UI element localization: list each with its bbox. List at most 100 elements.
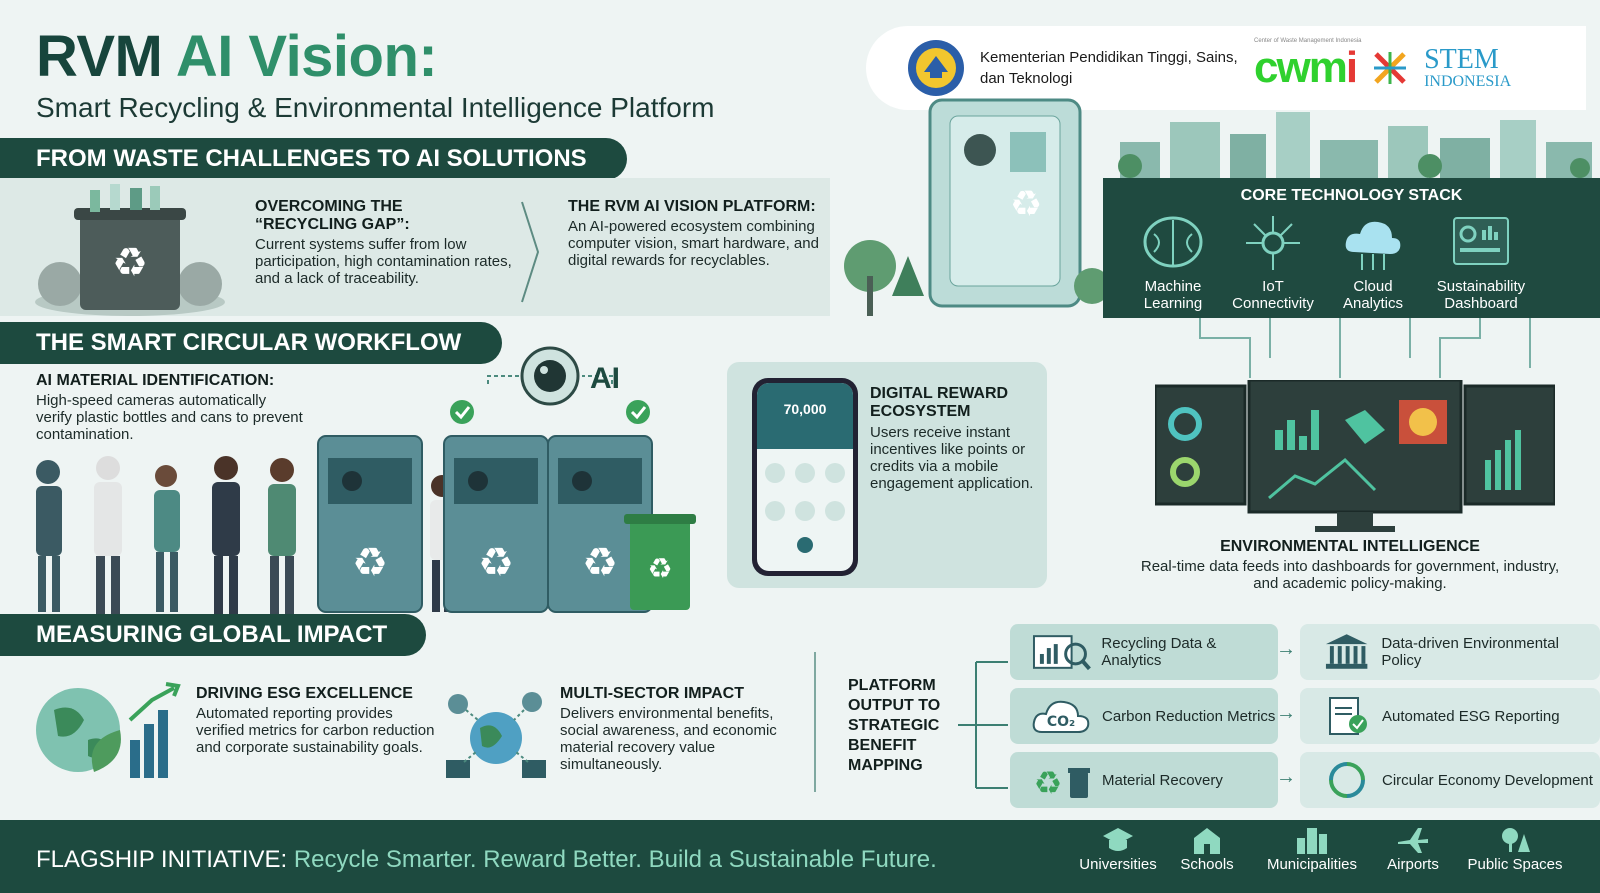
esg-block: DRIVING ESG EXCELLENCE Automated reporti… [196,685,436,756]
globe-growth-icon [36,682,181,778]
data-feed-lines [1199,318,1531,378]
svg-text:♻: ♻ [647,552,672,585]
venue-municipalities: Municipalities [1256,826,1368,873]
page-subtitle: Smart Recycling & Environmental Intellig… [36,92,715,123]
ai-badge: AI [590,362,620,395]
mapping-bracket [958,661,1008,789]
platform-block: THE RVM AI VISION PLATFORM: An AI-powere… [568,198,838,269]
output-recycling-data: Recycling Data & Analytics [1010,624,1278,680]
benefit-label-circular: Circular Economy Development [1382,771,1593,789]
phone-points: 70,000 [783,401,827,417]
multi-title: MULTI-SECTOR IMPACT [560,685,744,702]
title-part-rvm: RVM [36,24,176,89]
dashboard-icon [1453,217,1509,265]
waste-bin-illustration: ♻ [35,184,225,316]
venue-public-spaces: Public Spaces [1460,826,1570,873]
venue-label-schools: Schools [1180,856,1234,873]
footer-slogan: Recycle Smarter. Reward Better. Build a … [287,846,937,873]
benefit-label-policy: Data-driven Environmental Policy [1381,635,1559,669]
tech-stack-title: CORE TECHNOLOGY STACK [1240,187,1463,204]
partner-logos: Kementerian Pendidikan Tinggi, Sains, da… [866,26,1586,110]
brain-icon [1143,216,1203,268]
tech-item-dashboard: Sustainability Dashboard [1429,212,1533,312]
section-banner-workflow: THE SMART CIRCULAR WORKFLOW [0,322,502,364]
stem-logo-top: STEM [1424,44,1499,75]
cwm-small-text: Center of Waste Management Indonesia [1254,38,1362,44]
graduation-cap-icon [1103,828,1133,851]
chevron-right-icon [521,201,540,303]
svg-text:♻: ♻ [1034,764,1063,800]
analytics-magnifier-icon [1032,635,1091,671]
tech-label-ml: Machine Learning [1143,278,1203,312]
tech-item-ml: Machine Learning [1123,212,1223,312]
multi-sector-globe-icon [446,692,546,778]
recycling-gap-block: OVERCOMING THE “RECYCLING GAP”: Current … [255,198,525,287]
benefit-esg-reporting: Automated ESG Reporting [1300,688,1600,744]
airplane-icon [1398,828,1428,853]
footer-bar [0,820,1600,893]
reward-block: DIGITAL REWARD ECOSYSTEM Users receive i… [870,385,1040,492]
divider [814,652,816,792]
circular-arrows-icon [1329,762,1365,798]
page-title: RVM AI Vision: [36,28,438,86]
stem-cross-icon [1374,52,1407,84]
tech-item-iot: IoT Connectivity [1223,212,1323,312]
reward-body: Users receive instant incentives like po… [870,424,1034,492]
report-check-icon [1329,697,1367,735]
core-technology-stack: CORE TECHNOLOGY STACK Machine Learning I… [1103,178,1600,318]
svg-text:♻: ♻ [112,240,148,286]
recycling-gap-body: Current systems suffer from low particip… [255,236,512,287]
section-banner-waste-to-ai: FROM WASTE CHALLENGES TO AI SOLUTIONS [0,138,627,180]
monitor-dashboards-illustration [1155,380,1555,532]
co2-text: CO₂ [1047,714,1075,730]
benefit-label-esg: Automated ESG Reporting [1382,707,1560,725]
benefit-policy: Data-driven Environmental Policy [1300,624,1600,680]
ai-identification-title: AI MATERIAL IDENTIFICATION: [36,372,275,389]
tech-label-cloud: Cloud Analytics [1342,278,1404,312]
recycle-bin-icon: ♻ [1034,764,1090,800]
section-banner-impact: MEASURING GLOBAL IMPACT [0,614,426,656]
svg-text:♻: ♻ [352,540,388,586]
city-skyline-illustration [1118,112,1592,178]
output-carbon-reduction: CO₂ Carbon Reduction Metrics [1010,688,1278,744]
environmental-intelligence-block: ENVIRONMENTAL INTELLIGENCE Real-time dat… [1140,538,1560,592]
park-tree-icon [1502,828,1530,852]
platform-title: THE RVM AI VISION PLATFORM: [568,198,816,215]
venue-label-municipalities: Municipalities [1266,856,1358,873]
svg-text:♻: ♻ [1010,184,1042,225]
arrow-right-icon: → [1276,766,1296,788]
svg-text:♻: ♻ [582,540,618,586]
venue-label-public-spaces: Public Spaces [1467,856,1563,873]
workflow-people-machines-illustration: ♻ ♻ ♻ ♻ [36,435,696,614]
phone-illustration: 70,000 [752,378,858,576]
tech-label-dashboard: Sustainability Dashboard [1436,278,1526,312]
title-part-ai-vision: AI Vision: [175,24,438,89]
multi-sector-block: MULTI-SECTOR IMPACT Delivers environment… [560,685,800,773]
footer-tagline: FLAGSHIP INITIATIVE: Recycle Smarter. Re… [36,846,937,874]
benefit-circular-economy: Circular Economy Development [1300,752,1600,808]
government-building-icon [1325,634,1368,669]
reward-title: DIGITAL REWARD ECOSYSTEM [870,385,1009,420]
ai-identification-body: High-speed cameras automatically verify … [36,392,303,443]
mapping-title: PLATFORM OUTPUT TO STRATEGIC BENEFIT MAP… [848,677,941,774]
footer-lead: FLAGSHIP INITIATIVE: [36,846,288,873]
env-body: Real-time data feeds into dashboards for… [1140,558,1560,592]
venue-label-airports: Airports [1387,856,1439,873]
output-label-material: Material Recovery [1102,771,1223,789]
multi-body: Delivers environmental benefits, social … [560,705,777,773]
stem-logo-bottom: INDONESIA [1424,73,1512,90]
ministry-seal-icon [908,40,964,96]
ministry-name: Kementerian Pendidikan Tinggi, Sains, da… [980,49,1238,87]
arrow-right-icon: → [1276,702,1296,724]
esg-body: Automated reporting provides verified me… [196,705,435,756]
env-title: ENVIRONMENTAL INTELLIGENCE [1220,538,1480,555]
cwm-wordmark: cwm [1254,43,1348,92]
esg-title: DRIVING ESG EXCELLENCE [196,685,413,702]
svg-text:♻: ♻ [478,540,514,586]
school-building-icon [1194,828,1220,854]
venue-universities: Universities [1066,826,1170,873]
network-hub-icon [1246,216,1300,270]
phone-app-grid-icon [765,463,845,553]
